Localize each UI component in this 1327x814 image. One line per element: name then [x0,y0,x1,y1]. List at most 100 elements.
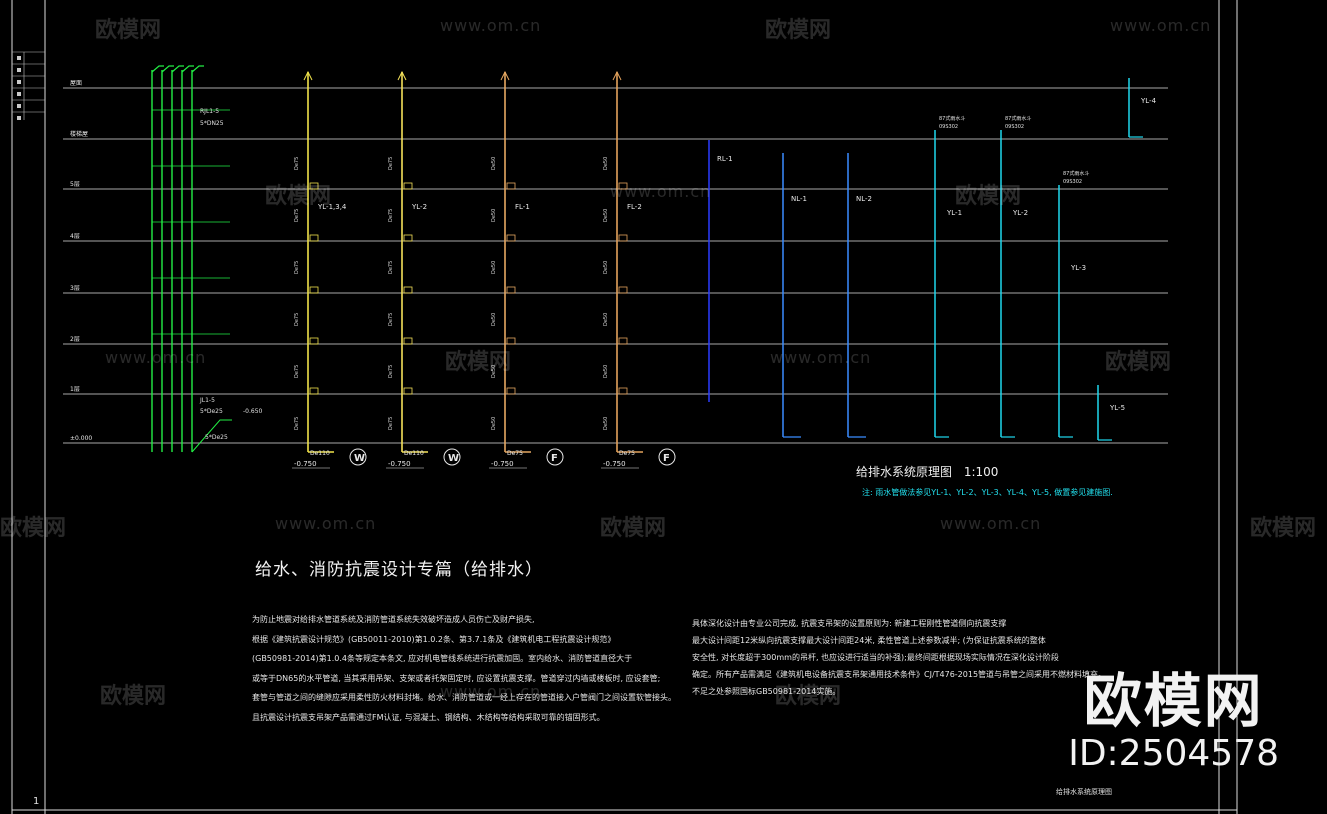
pipe-id: YL-2 [1012,209,1028,217]
note-line: 具体深化设计由专业公司完成, 抗震支吊架的设置原则为: 新建工程刚性管道侧向抗震… [692,619,1007,628]
outlet-symbol [349,448,367,466]
floor-branch [309,286,319,294]
pipe-size: De75 [388,157,394,170]
floor-branch [403,286,413,294]
floor-branch [618,337,628,345]
floor-label: 4层 [70,233,80,240]
diagram-scale: 1:100 [963,465,999,479]
floor-label: ±0.000 [70,435,92,442]
notes-left: 为防止地震对给排水管道系统及消防管道系统失效破坏造成人员伤亡及财产损失, 根据《… [252,610,676,727]
note-line: 确定。所有产品需满足《建筑机电设备抗震支吊架通用技术条件》CJ/T476-201… [692,670,1107,679]
pipe-labels: RJL1-55*DN25JL1-55*De25-0.6505*De25YL-1,… [199,97,1157,469]
pipe-size: De75 [294,209,300,222]
margin-table-mark [17,104,21,108]
pipe-size: De75 [619,450,635,457]
pipe-size: De50 [491,157,497,170]
rain-hopper-note: 09S302 [939,124,958,130]
floor-branch [403,387,413,395]
pipe-size: De110 [404,450,424,457]
diagram-note: 注: 雨水管做法参见YL-1、YL-2、YL-3、YL-4、YL-5, 做置参见… [862,488,1113,497]
floor-branch [506,182,516,190]
pipe-size: De75 [294,365,300,378]
pipe-elev: -0.750 [491,460,514,468]
floor-branch [506,286,516,294]
outlet-mark: F [551,453,558,464]
pipe-id: FL-1 [515,203,530,211]
floor-branch [506,387,516,395]
floor-branch [618,286,628,294]
pipe-id: FL-2 [627,203,642,211]
drawing-frame [11,0,1238,814]
pipe-size: De75 [388,417,394,430]
diagram-title: 给排水系统原理图 1:100 [856,463,998,480]
floor-branch [618,234,628,242]
supply-label: JL1-5 [199,397,215,404]
pipe-id: NL-2 [856,195,872,203]
note-line: (GB50981-2014)第1.0.4条等规定本条文, 应对机电管线系统进行抗… [252,654,633,663]
note-line: 且抗震设计抗震支吊架产品需通过FM认证, 与混凝土、钢结构、木结构等结构采取可靠… [252,712,605,722]
supply-riser-top [151,65,164,73]
note-line: 安全性, 对长度超于300mm的吊杆, 也应设进行适当的补强);最终间距根据现场… [692,653,1059,662]
supply-label: 5*De25 [205,434,228,441]
pipe-size: De50 [603,417,609,430]
floor-branch [309,234,319,242]
margin-table-mark [17,80,21,84]
floor-branch [618,182,628,190]
margin-table-mark [17,68,21,72]
outlet-mark: W [354,453,365,464]
note-line: 为防止地震对给排水管道系统及消防管道系统失效破坏造成人员伤亡及财产损失, [252,615,535,624]
note-line: 或等于DN65的水平管道, 当其采用吊架、支架或者托架固定时, 应设置抗震支撑。… [252,673,661,683]
supply-label: -0.650 [243,408,263,415]
pipe-id: YL-5 [1109,404,1125,412]
riser-pipes [151,65,1143,466]
supply-label: 5*De25 [200,408,223,415]
floor-branch [309,182,319,190]
pipe-size: De50 [603,209,609,222]
pipe-id: YL-2 [411,203,427,211]
supply-riser-top [161,65,174,73]
floor-branch [618,387,628,395]
rain-hopper-note: 87式雨水斗 [939,115,965,122]
outlet-mark: W [448,453,459,464]
note-line: 不足之处参照国标GB50981-2014实施。 [692,687,841,696]
vent-cap [612,70,622,81]
pipe-id: RL-1 [717,155,733,163]
floor-branch [403,337,413,345]
brand-id: ID:2504578 [1068,733,1279,774]
pipe-size: De50 [491,313,497,326]
rain-hopper-note: 09S302 [1063,179,1082,185]
pipe-size: De50 [603,313,609,326]
brand-badge: 欧模网 ID:2504578 [1068,672,1279,772]
pipe-size: De50 [491,417,497,430]
outlet-mark: F [663,453,670,464]
pipe-id: YL-3 [1070,264,1086,272]
supply-inlet [191,419,232,453]
section-title: 给水、消防抗震设计专篇（给排水） [255,560,543,580]
note-line: 套管与管道之间的缝隙应采用柔性防火材料封堵。给水、消防管道或一经上存在的管道接入… [252,693,676,702]
floor-branch [506,234,516,242]
rain-hopper-note: 09S302 [1005,124,1024,130]
rain-hopper-note: 87式雨水斗 [1063,170,1089,177]
note-line: 最大设计间距12米纵向抗震支撑最大设计间距24米, 柔性管道上述参数减半; (为… [692,636,1046,645]
title-block-label: 给排水系统原理图 [1056,788,1112,796]
floor-label: 屋面 [70,80,82,87]
outlet-symbol [443,448,461,466]
floor-branch [309,387,319,395]
vent-cap [500,70,510,81]
floor-branch [403,234,413,242]
floor-label: 3层 [70,285,80,292]
supply-title: RJL1-5 [200,108,219,115]
pipe-size: De75 [507,450,523,457]
supply-riser-top [181,65,194,73]
pipe-id: YL-1,3,4 [317,203,347,211]
pipe-size: De50 [603,365,609,378]
pipe-id: YL-1 [946,209,962,217]
floor-branch [309,337,319,345]
pipe-size: De75 [388,313,394,326]
pipe-elev: -0.750 [388,460,411,468]
pipe-size: De75 [294,261,300,274]
floor-label: 2层 [70,336,80,343]
pipe-size: De75 [388,209,394,222]
margin-table-mark [17,92,21,96]
